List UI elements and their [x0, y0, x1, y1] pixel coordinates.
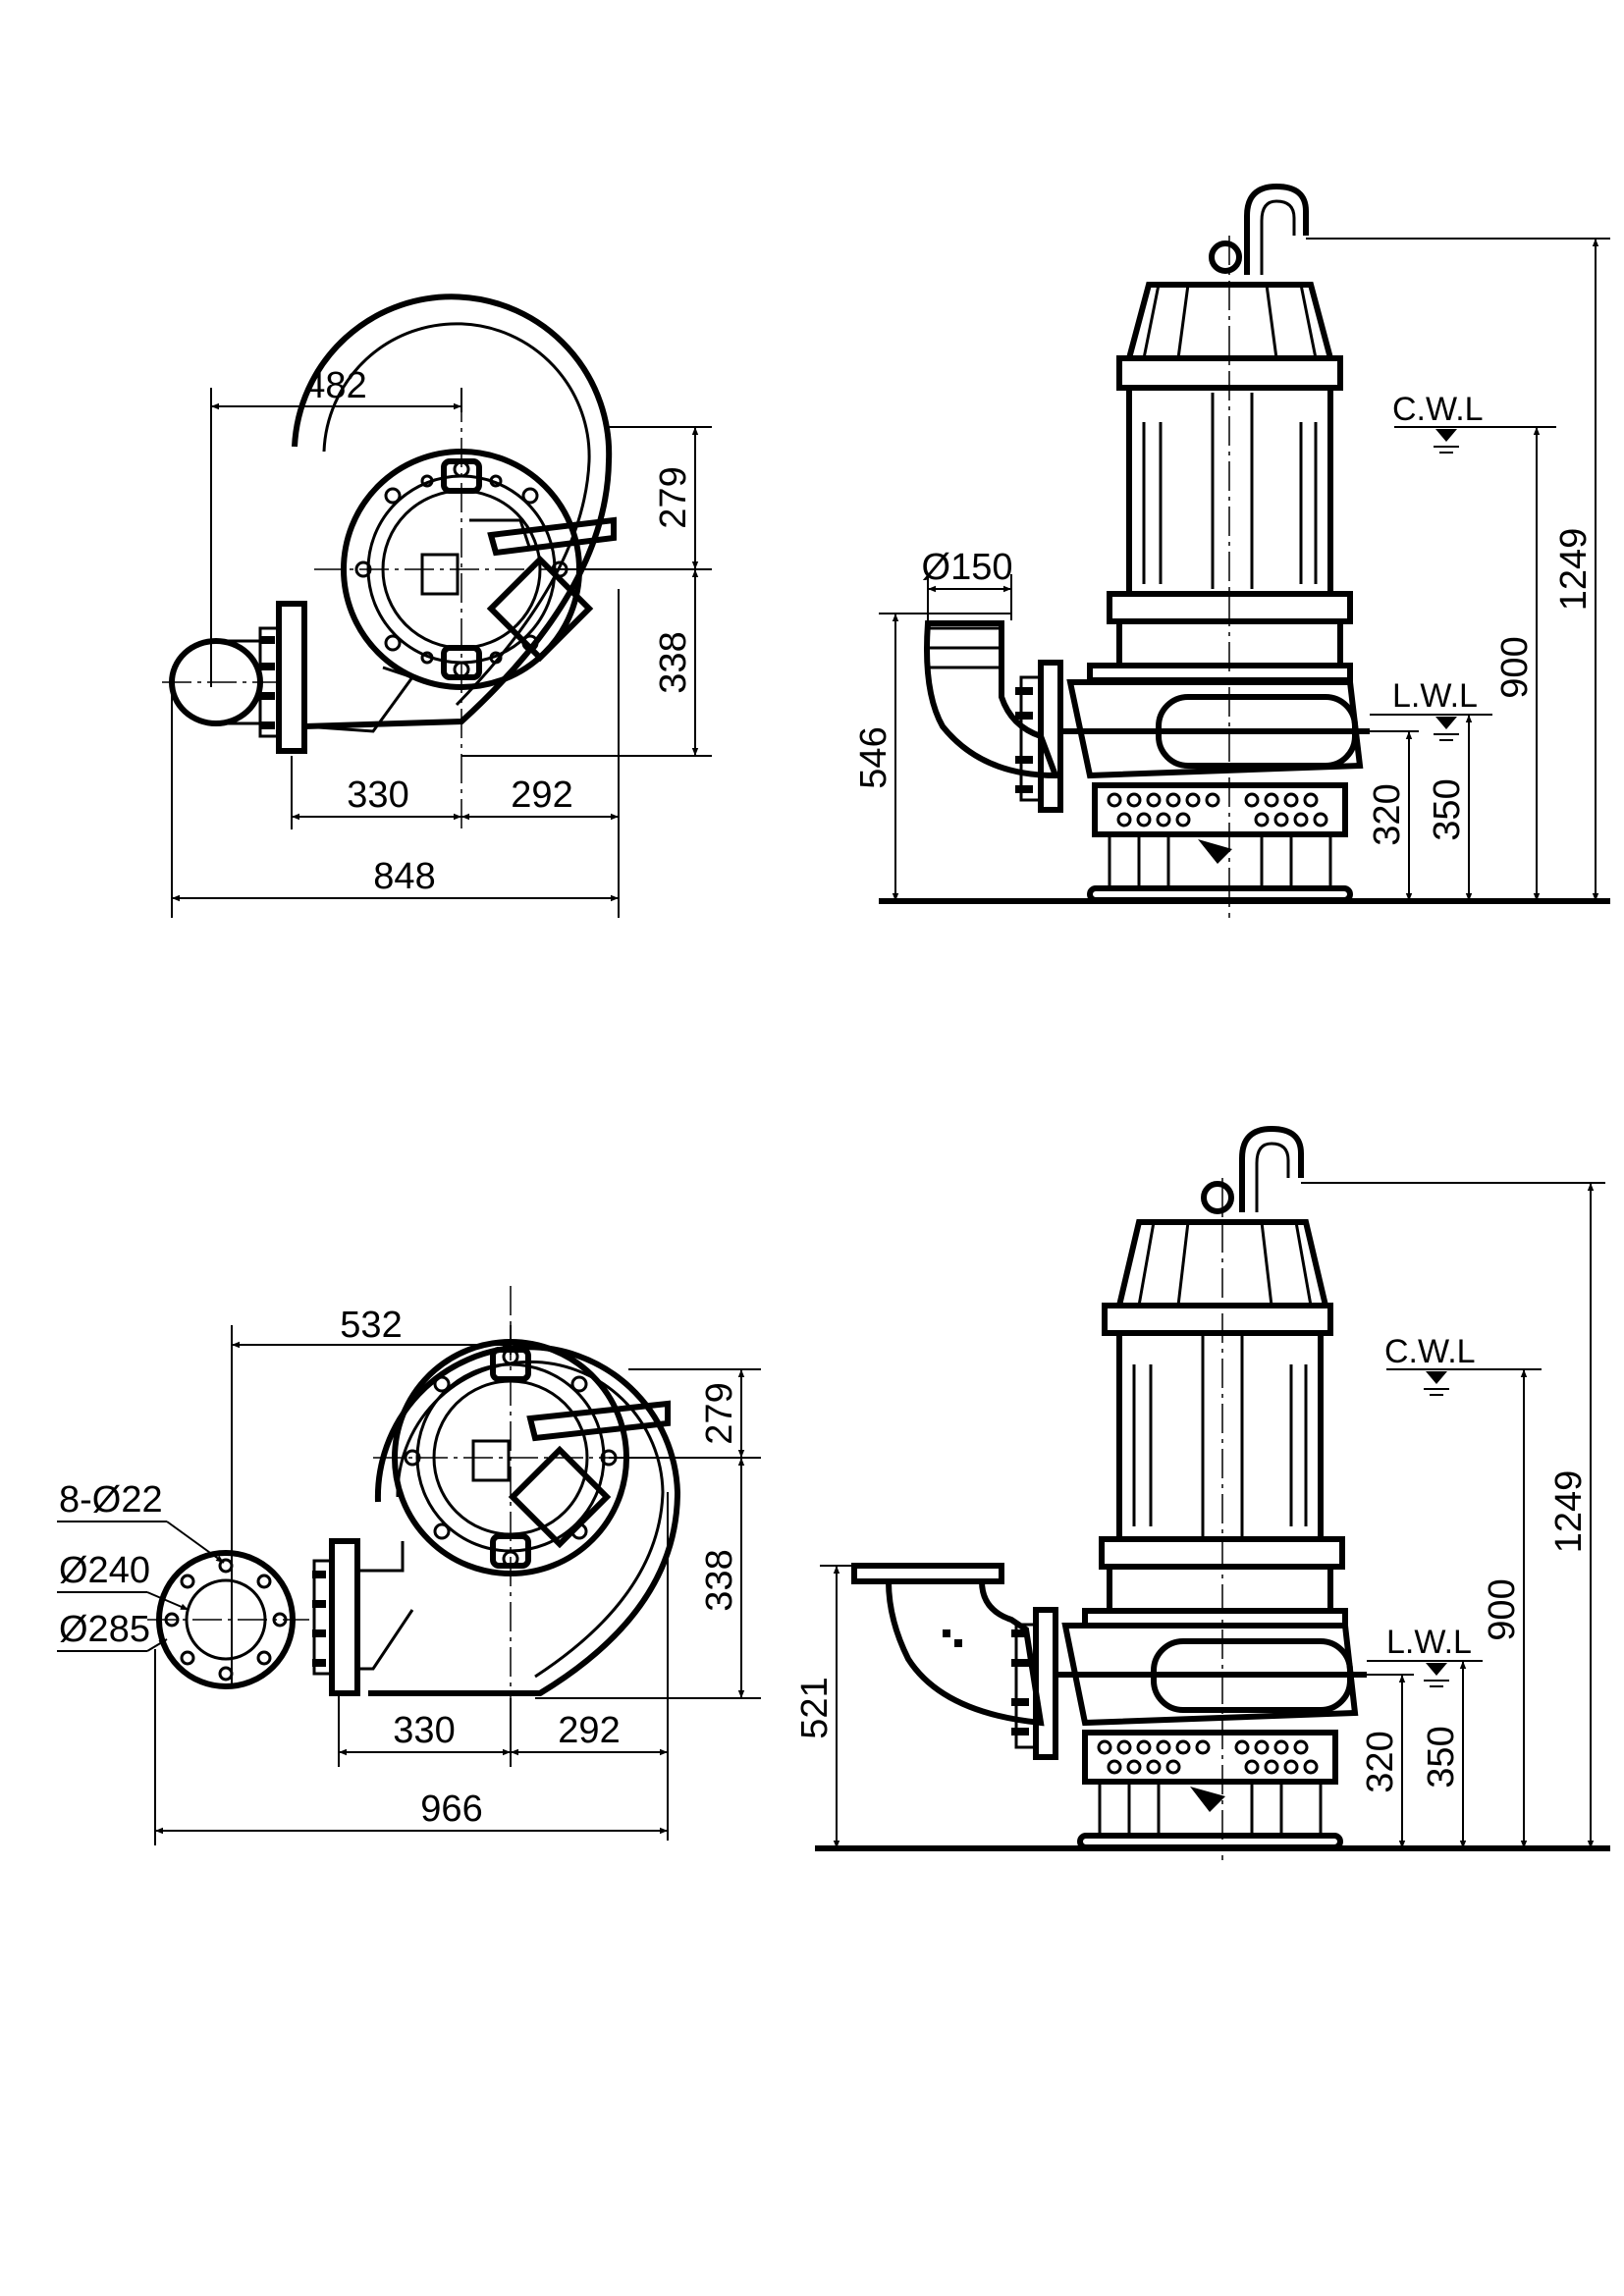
dim-350: 350	[1427, 778, 1468, 840]
suction-strainer	[1082, 1730, 1338, 1785]
dim-966: 966	[420, 1789, 482, 1830]
dim-outlet-diameter: Ø150	[922, 547, 1013, 588]
dim-330-b: 330	[393, 1710, 455, 1751]
top-elevation-view: Ø150 546 C.W.L L.W.L 1249 900 350 320	[853, 183, 1610, 918]
pump-volute	[1066, 679, 1364, 779]
lifting-handle	[1239, 1125, 1304, 1212]
lifting-eye	[1209, 240, 1242, 274]
dim-532: 532	[340, 1305, 402, 1346]
dim-292: 292	[511, 774, 572, 816]
dim-900: 900	[1494, 636, 1536, 698]
cwl-label: C.W.L	[1392, 391, 1484, 428]
pcd-callout: Ø240	[59, 1550, 150, 1591]
cable-gland-plate	[508, 1445, 612, 1549]
terminal-box	[420, 553, 460, 596]
dim-338: 338	[653, 631, 694, 693]
impeller-symbol	[1190, 1787, 1225, 1812]
volute-casing	[368, 1339, 681, 1696]
elevation-flange	[1038, 660, 1063, 813]
dim-1249: 1249	[1553, 528, 1595, 612]
dim-482: 482	[304, 365, 366, 406]
cable-gland-plate	[486, 555, 594, 663]
strainer-holes	[1097, 1739, 1319, 1775]
bottom-plan-view: 532 279 338 8-Ø22 Ø240 Ø285 330 292 966	[57, 1286, 761, 1845]
terminal-box	[471, 1439, 511, 1482]
bolt-holes-callout: 8-Ø22	[59, 1479, 163, 1521]
power-cable	[526, 1400, 671, 1442]
flange-bolts	[261, 636, 275, 729]
pump-volute	[1061, 1623, 1359, 1727]
bottom-elevation-view: 521 C.W.L L.W.L 1249 900 350 320	[794, 1125, 1610, 1860]
discharge-flange	[276, 601, 307, 754]
lifting-handle	[1244, 183, 1309, 275]
strainer-holes	[1107, 792, 1328, 828]
lwl-label: L.W.L	[1386, 1624, 1472, 1661]
lwl-label: L.W.L	[1392, 677, 1478, 715]
suction-strainer	[1092, 782, 1348, 837]
discharge-elbow	[885, 1578, 1045, 1727]
flange-od-callout: Ø285	[59, 1609, 150, 1650]
top-plan-view: 482 279 338 330 292 848	[162, 294, 712, 918]
cwl-label: C.W.L	[1384, 1333, 1476, 1370]
seal-chamber	[1107, 1564, 1333, 1614]
impeller-symbol	[1198, 839, 1232, 864]
dim-279-b: 279	[699, 1382, 740, 1444]
dim-330: 330	[347, 774, 408, 816]
dim-350-b: 350	[1421, 1726, 1462, 1788]
dim-320-b: 320	[1360, 1731, 1401, 1792]
dim-279: 279	[653, 466, 694, 528]
dim-1249-b: 1249	[1548, 1470, 1590, 1554]
dim-338-b: 338	[699, 1549, 740, 1611]
dim-521: 521	[794, 1677, 836, 1738]
dim-848: 848	[373, 856, 435, 897]
discharge-flange	[329, 1538, 360, 1696]
dim-546: 546	[853, 726, 894, 788]
motor-top-flange	[1102, 1303, 1333, 1336]
dim-900-b: 900	[1482, 1578, 1523, 1640]
elevation-flange	[1033, 1607, 1058, 1760]
dim-320: 320	[1367, 783, 1408, 845]
discharge-elbow	[924, 620, 1060, 779]
power-cable	[487, 516, 617, 557]
volute-casing	[292, 294, 613, 729]
lifting-eye	[1201, 1181, 1234, 1214]
dim-292-b: 292	[558, 1710, 620, 1751]
